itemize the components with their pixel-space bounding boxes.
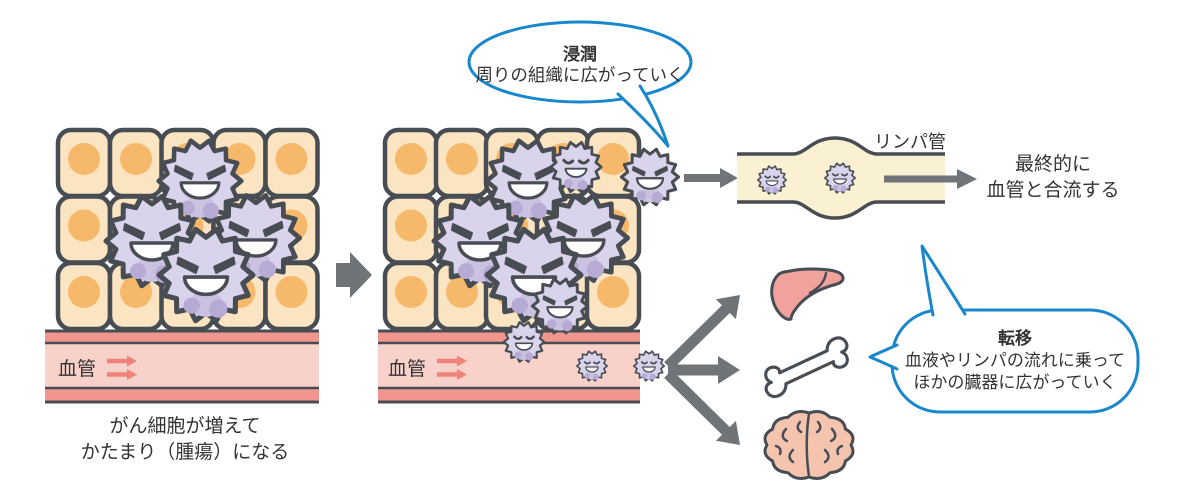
lymph-vessel-label: リンパ管 [874,132,946,152]
vessel-label-1: 血管 [58,359,97,380]
escape-arrow-icon [684,168,738,188]
metastasis-bubble-body-2: ほかの臓器に広がっていく [913,373,1117,392]
tissue-cell [58,263,110,329]
merge-text: 最終的に 血管と合流する [973,152,1133,204]
metastasis-arrow-brain [664,370,740,445]
metastasis-bubble-body-1: 血液やリンパの流れに乗って [904,351,1126,370]
merge-line-2: 血管と合流する [986,180,1120,201]
blood-vessel-1 [45,329,319,404]
blood-flow-arrow [107,355,137,380]
tissue-cell [58,197,110,263]
bone-icon [764,336,849,399]
invasion-bubble [467,20,693,148]
merge-line-1: 最終的に [1014,154,1091,175]
vessel-label-2: 血管 [388,359,427,380]
stage1-caption: がん細胞が増えて かたまり（腫瘍）になる [40,414,330,466]
tissue-cell [385,130,437,196]
tissue-cell [385,263,437,329]
brain-icon [763,409,855,481]
tissue-cell [436,130,488,196]
caption-line-2: かたまり（腫瘍）になる [80,442,290,463]
metastasis-arrow-liver [664,295,740,370]
lymph-exit-arrow-icon [884,169,977,189]
blood-flow-arrow [437,355,467,380]
invasion-bubble-title: 浸潤 [563,45,597,64]
caption-line-1: がん細胞が増えて [109,416,261,437]
liver-icon [770,267,845,321]
tissue-cell [385,197,437,263]
lymph-vessel [737,136,977,220]
tissue-cell [266,130,318,196]
metastasis-arrows [664,295,740,445]
metastasis-bubble [868,244,1140,414]
tissue-cell [58,130,110,196]
metastasis-bubble-title: 転移 [998,329,1032,348]
invasion-bubble-body: 周りの組織に広がっていく [475,65,685,85]
metastasis-arrow-bone [668,356,740,384]
stage-arrow-icon [336,252,372,298]
tissue-cell [110,130,162,196]
